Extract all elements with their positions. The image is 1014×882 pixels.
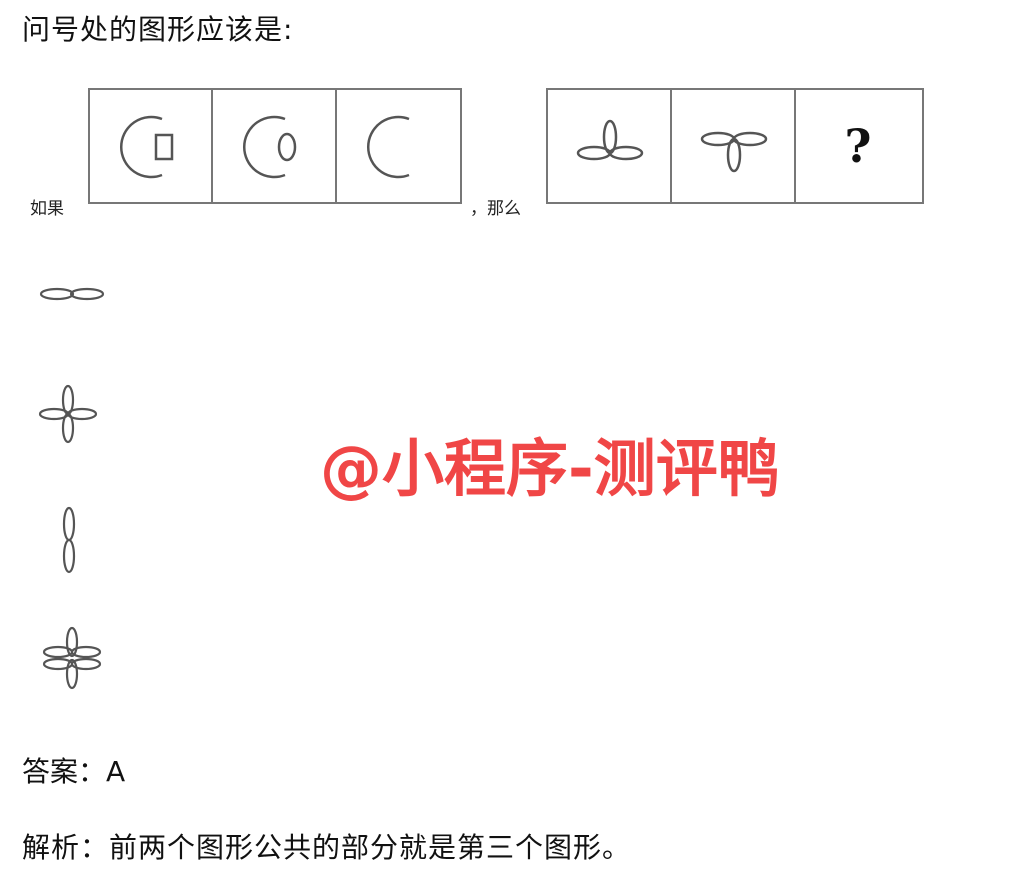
question-mark: ?: [844, 119, 872, 173]
second-figure-set: ?: [546, 88, 924, 204]
down-petals-icon: [700, 131, 768, 173]
cross-petals-icon: [38, 384, 98, 444]
option-c[interactable]: [36, 502, 116, 582]
up-petals-icon: [576, 119, 644, 161]
figure-up-petals: [548, 90, 672, 202]
option-a[interactable]: [36, 254, 116, 334]
figure-arc: [337, 90, 460, 202]
question-text: 问号处的图形应该是:: [22, 13, 294, 46]
watermark: @小程序-测评鸭: [320, 432, 780, 505]
horizontal-petals-icon: [39, 287, 105, 301]
analysis-text: 解析：前两个图形公共的部分就是第三个图形。: [22, 831, 632, 864]
option-b[interactable]: [36, 374, 116, 454]
arc-icon: [367, 115, 410, 179]
option-d[interactable]: [36, 618, 116, 698]
first-figure-set: [88, 88, 462, 204]
overlap-petals-icon: [42, 626, 102, 690]
then-label: ，那么: [470, 199, 521, 219]
arc-oval-icon: [242, 115, 297, 179]
figure-down-petals: [672, 90, 796, 202]
vertical-petals-icon: [62, 506, 76, 574]
arc-square-icon: [119, 115, 173, 179]
figure-question: ?: [796, 90, 920, 202]
answer-text: 答案：A: [22, 755, 126, 788]
figure-arc-square: [90, 90, 214, 202]
if-label: 如果: [30, 199, 64, 219]
figure-arc-oval: [213, 90, 337, 202]
